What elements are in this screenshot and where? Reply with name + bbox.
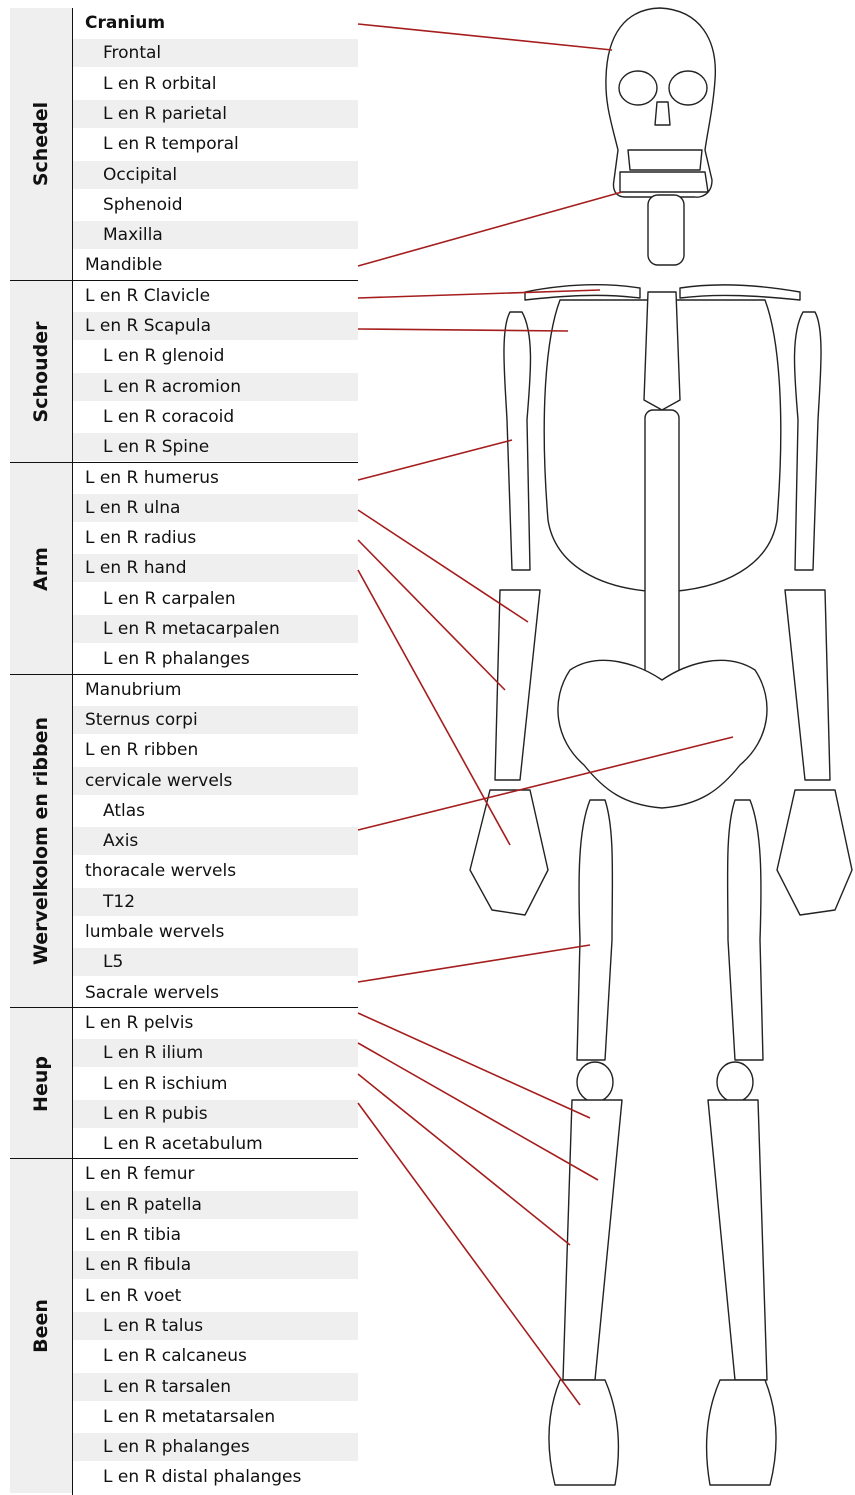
skeleton-drawing: [470, 8, 852, 1485]
sternum: [644, 292, 680, 410]
left-forearm: [495, 590, 540, 780]
group-separator: [10, 1007, 358, 1008]
pelvis: [558, 660, 767, 808]
thoracic-lumbar-spine: [645, 410, 679, 680]
leader-line: [358, 570, 510, 845]
right-patella: [717, 1062, 753, 1102]
left-hand: [470, 790, 548, 915]
teeth: [628, 150, 702, 170]
left-foot: [549, 1380, 618, 1485]
nasal-cavity: [655, 102, 670, 125]
right-lower-leg: [708, 1100, 767, 1380]
left-orbit: [619, 71, 657, 105]
right-femur: [728, 800, 763, 1060]
cervical-spine: [648, 195, 684, 265]
left-lower-leg: [563, 1100, 622, 1380]
right-hand: [777, 790, 852, 915]
leader-line: [358, 192, 622, 266]
right-forearm: [785, 590, 830, 780]
leader-line: [358, 329, 568, 331]
right-orbit: [669, 71, 707, 105]
right-clavicle: [680, 285, 800, 300]
leader-line: [358, 1043, 598, 1180]
left-femur: [577, 800, 612, 1060]
leader-line: [358, 540, 505, 690]
leader-line: [358, 24, 612, 50]
right-humerus: [795, 312, 822, 570]
leader-line: [358, 440, 512, 480]
group-separator: [10, 280, 358, 281]
leader-line: [358, 1074, 570, 1245]
group-separator: [10, 674, 358, 675]
leader-line: [358, 945, 590, 982]
right-foot: [707, 1380, 776, 1485]
group-separator: [10, 1158, 358, 1159]
leader-line: [358, 1103, 580, 1405]
left-patella: [577, 1062, 613, 1102]
group-separator: [10, 462, 358, 463]
